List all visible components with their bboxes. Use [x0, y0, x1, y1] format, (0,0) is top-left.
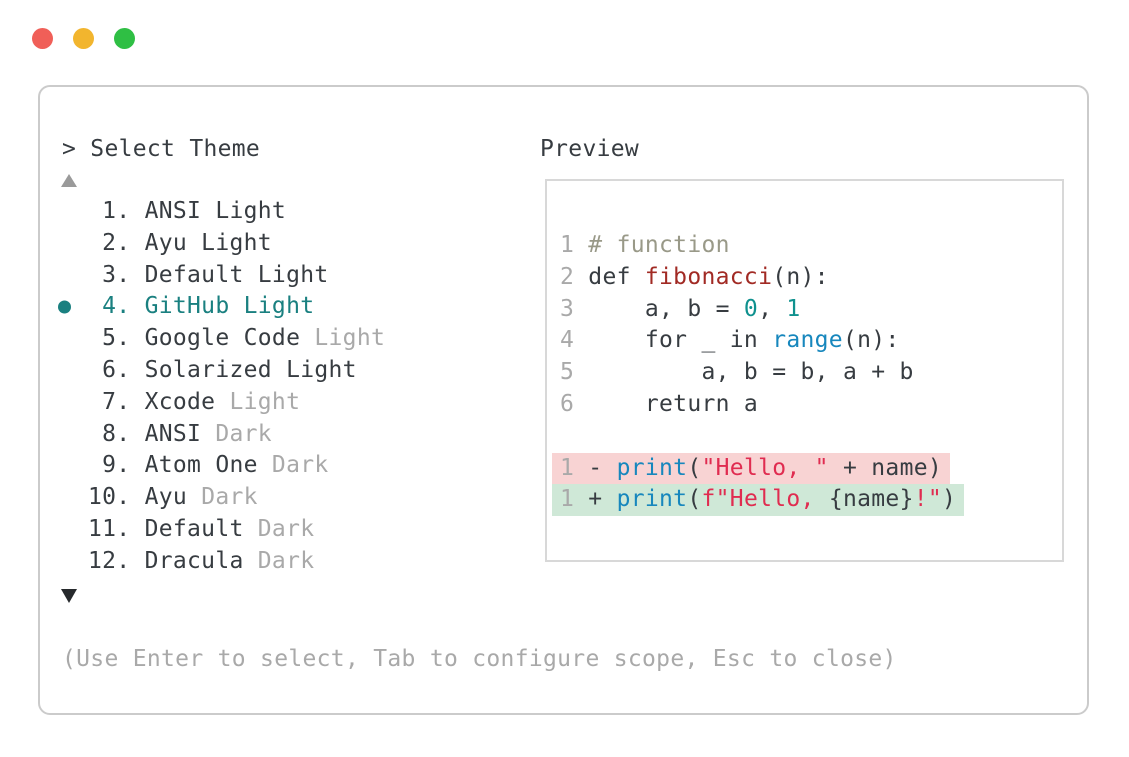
theme-item-number: 12.: [88, 547, 145, 574]
theme-item-variant: Dark: [257, 547, 315, 574]
theme-item-number: 6.: [88, 356, 145, 383]
theme-item-number: 8.: [88, 420, 145, 447]
theme-item-name: Xcode: [144, 388, 230, 415]
theme-item-name: GitHub Light: [144, 293, 315, 320]
code-line: 6 return a: [560, 390, 759, 417]
theme-item-ansi-light[interactable]: 1. ANSI Light: [88, 196, 385, 228]
theme-item-number: 5.: [88, 325, 145, 352]
scroll-down-icon[interactable]: [61, 589, 77, 603]
theme-item-variant: Light: [314, 325, 386, 352]
theme-item-number: 7.: [88, 388, 145, 415]
theme-item-number: 10.: [88, 484, 145, 511]
theme-item-number: 11.: [88, 515, 145, 542]
code-line: 4 for _ in range(n):: [560, 327, 900, 354]
close-button[interactable]: [32, 28, 53, 49]
code-line: 1 # function: [560, 232, 730, 258]
scroll-up-icon[interactable]: [61, 174, 77, 187]
theme-item-ansi-dark[interactable]: 8. ANSI Dark: [88, 419, 385, 451]
theme-item-name: Default: [144, 515, 258, 542]
theme-item-variant: Dark: [215, 420, 272, 447]
code-line: 5 a, b = b, a + b: [560, 359, 914, 386]
theme-item-atom-one-dark[interactable]: 9. Atom One Dark: [88, 450, 385, 482]
theme-item-default-dark[interactable]: 11. Default Dark: [88, 514, 385, 546]
preview-pane: 1 # function 2 def fibonacci(n): 3 a, b = …: [545, 179, 1064, 562]
theme-item-name: Atom One: [144, 452, 272, 479]
theme-item-variant: Dark: [201, 484, 258, 511]
selected-bullet-icon: [58, 300, 71, 314]
theme-item-default-light[interactable]: 3. Default Light: [88, 260, 385, 292]
theme-item-github-light[interactable]: 4. GitHub Light: [58, 291, 385, 323]
theme-item-solarized-light[interactable]: 6. Solarized Light: [88, 355, 385, 387]
hint-text: (Use Enter to select, Tab to configure s…: [62, 646, 897, 672]
theme-item-ayu-dark[interactable]: 10. Ayu Dark: [88, 482, 385, 514]
diff-deleted-line: 1 - print("Hello, " + name): [552, 452, 964, 485]
theme-list: 1. ANSI Light 2. Ayu Light 3. Default Li…: [58, 196, 385, 578]
theme-item-xcode-light[interactable]: 7. Xcode Light: [88, 387, 385, 419]
theme-item-name: Google Code: [144, 325, 315, 352]
theme-item-number: 2.: [88, 229, 145, 256]
code-line: 2 def fibonacci(n):: [560, 263, 829, 290]
code-line: 3 a, b = 0, 1: [560, 295, 801, 322]
theme-item-ayu-light[interactable]: 2. Ayu Light: [88, 228, 385, 260]
minimize-button[interactable]: [73, 28, 94, 49]
theme-item-name: Solarized Light: [144, 356, 357, 383]
theme-item-number: 1.: [88, 198, 145, 224]
zoom-button[interactable]: [114, 28, 135, 49]
select-theme-title: Select Theme: [90, 136, 261, 162]
theme-picker-window: > Select Theme 1. ANSI Light 2. Ayu Ligh…: [38, 85, 1089, 715]
code-line: [560, 421, 964, 453]
theme-item-variant: Dark: [271, 452, 329, 479]
diff-added-line: 1 + print(f"Hello, {name}!"): [552, 484, 965, 517]
traffic-lights: [32, 28, 135, 49]
theme-item-variant: Dark: [257, 515, 315, 542]
theme-item-number: 3.: [88, 261, 145, 288]
code-block: 1 # function 2 def fibonacci(n): 3 a, b = …: [552, 230, 965, 517]
theme-item-name: Ayu: [144, 484, 202, 511]
theme-item-name: Dracula: [144, 547, 258, 574]
theme-item-number: 9.: [88, 452, 145, 479]
theme-item-number: 4.: [88, 293, 145, 320]
preview-title: Preview: [540, 136, 640, 162]
theme-item-variant: Light: [229, 388, 301, 415]
select-theme-header: > Select Theme: [62, 133, 260, 165]
theme-item-name: Ayu Light: [144, 229, 272, 256]
theme-item-google-code-light[interactable]: 5. Google Code Light: [88, 323, 385, 355]
theme-item-name: Default Light: [144, 261, 329, 288]
prompt-symbol: >: [62, 136, 91, 162]
theme-item-name: ANSI: [144, 420, 216, 447]
theme-item-name: ANSI Light: [144, 198, 287, 224]
theme-item-dracula-dark[interactable]: 12. Dracula Dark: [88, 546, 385, 578]
